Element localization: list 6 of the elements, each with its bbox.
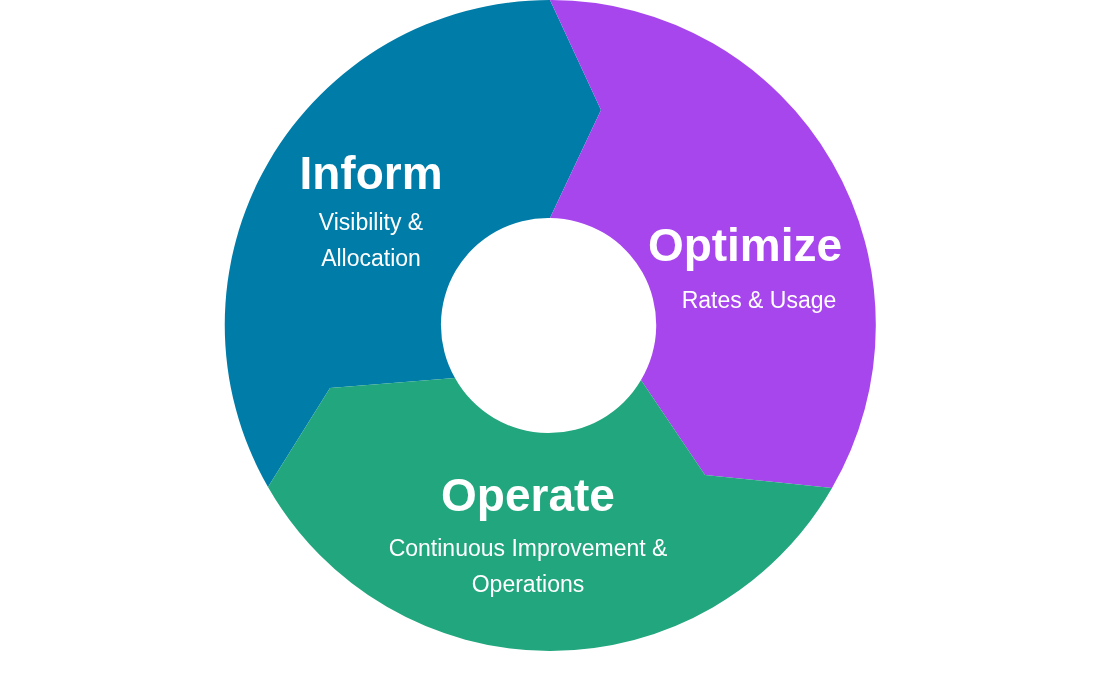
segment-title: Inform	[298, 146, 444, 201]
segment-title: Operate	[440, 468, 616, 523]
segment-title: Optimize	[646, 218, 844, 273]
segment-subtitle: Visibility & Allocation	[317, 208, 425, 273]
segment-subtitle: Rates & Usage	[680, 286, 838, 315]
segment-subtitle: Continuous Improvement & Operations	[387, 534, 669, 599]
